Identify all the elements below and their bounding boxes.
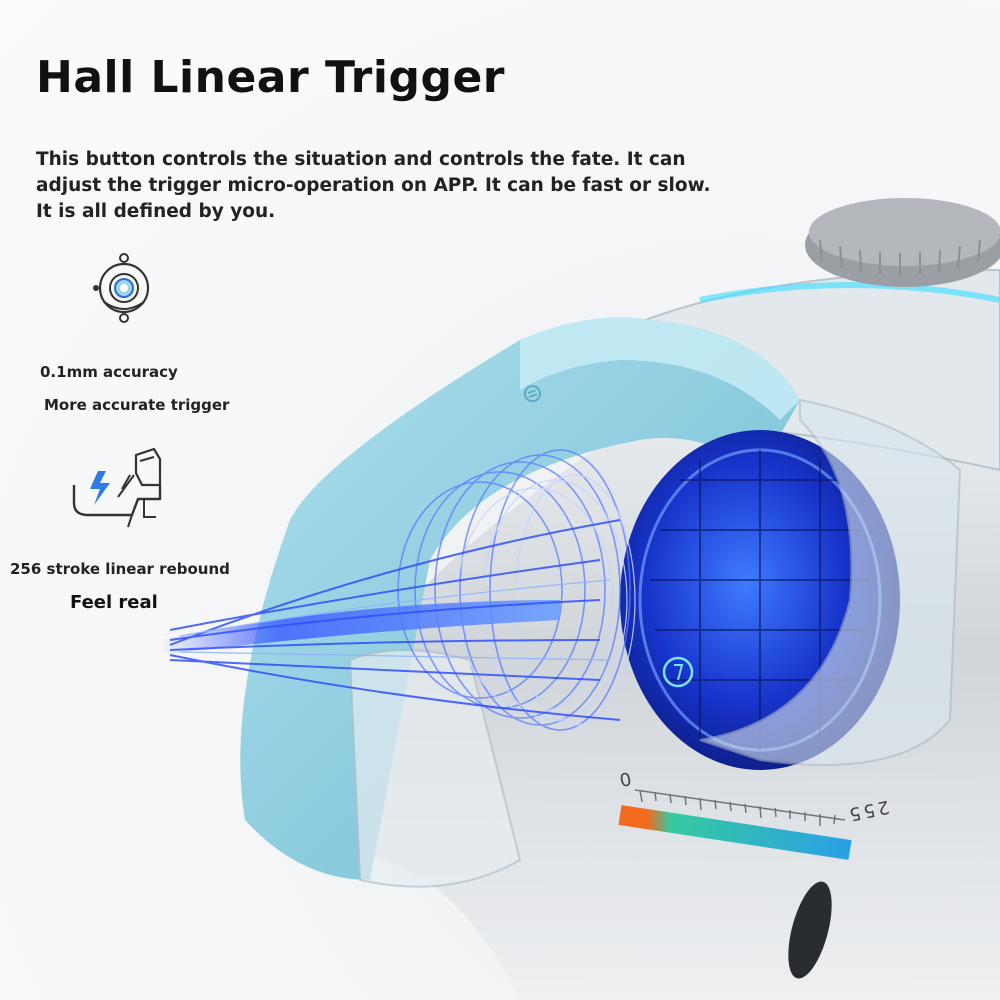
feature-rebound-label: 256 stroke linear rebound — [10, 560, 230, 578]
trigger-lightning-icon — [72, 447, 162, 528]
description-text: This button controls the situation and c… — [36, 149, 711, 222]
feature-rebound-sublabel: Feel real — [70, 592, 158, 613]
feature-accuracy-sublabel: More accurate trigger — [44, 396, 230, 414]
feature-accuracy-label: 0.1mm accuracy — [40, 363, 178, 381]
controller-trigger-illustration: ⊜ — [160, 198, 1000, 1000]
orbit-target-icon — [93, 253, 150, 323]
page-title: Hall Linear Trigger — [36, 52, 505, 103]
